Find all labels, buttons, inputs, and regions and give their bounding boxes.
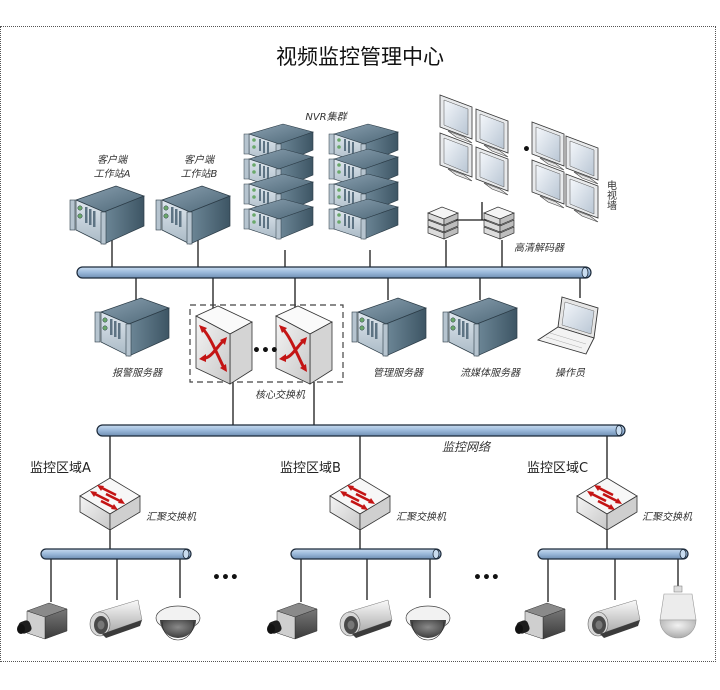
core-switch-2 xyxy=(274,304,334,386)
core-switch-1 xyxy=(194,304,254,386)
management-server: 管理服务器 xyxy=(351,297,427,379)
tv-wall-label: 电视墙 xyxy=(605,179,617,211)
zone-b-bus xyxy=(290,548,442,560)
monitoring-network-bus xyxy=(96,424,626,437)
zone-a-switch-label: 汇聚交换机 xyxy=(146,511,197,523)
core-switch-dashed-box xyxy=(189,304,344,383)
backbone-bus-center xyxy=(76,266,592,279)
zone-a-bullet-camera xyxy=(89,599,143,639)
zone-c-aggregation-switch xyxy=(575,476,639,532)
hd-decoders: 高清解码器 xyxy=(427,206,565,254)
streaming-server-label: 流媒体服务器 xyxy=(460,367,521,379)
zone-b: 监控区域B 汇聚交换机 xyxy=(266,461,451,641)
zone-b-aggregation-switch xyxy=(328,476,392,532)
zone-c: 监控区域C 汇聚交换机 xyxy=(514,461,697,640)
workstation-b-label-line2: 工作站B xyxy=(181,168,218,180)
zone-b-box-camera xyxy=(266,602,318,640)
zone-b-dome-camera xyxy=(405,605,451,641)
zone-a-dome-camera xyxy=(155,605,201,641)
alarm-server: 报警服务器 xyxy=(94,297,170,379)
zone-c-bullet-camera xyxy=(587,599,641,639)
nvr-cluster: NVR集群 xyxy=(243,111,399,240)
decoder-label: 高清解码器 xyxy=(514,242,565,254)
zone-a-label: 监控区域A xyxy=(30,461,91,476)
zone-c-bus xyxy=(537,548,689,560)
nvr-cluster-label: NVR集群 xyxy=(305,111,348,123)
core-switch-label: 核心交换机 xyxy=(255,389,306,401)
monitor-group-1 xyxy=(439,94,509,196)
zone-b-bullet-camera xyxy=(339,599,393,639)
core-switch-group: ••• 核心交换机 xyxy=(189,304,344,401)
zone-c-ptz-camera xyxy=(659,585,697,639)
nvr-stack-2 xyxy=(328,123,399,240)
zone-a-aggregation-switch xyxy=(78,476,142,532)
nvr-stack-1 xyxy=(243,123,314,240)
operator-label: 操作员 xyxy=(555,367,586,379)
alarm-server-label: 报警服务器 xyxy=(112,367,163,379)
operator-laptop: 操作员 xyxy=(536,296,599,379)
monitor-group-2 xyxy=(531,121,599,223)
zone-a-bus xyxy=(40,548,192,560)
zones-ellipsis-2: ••• xyxy=(473,570,500,586)
diagram-title: 视频监控管理中心 xyxy=(276,45,444,69)
zone-c-label: 监控区域C xyxy=(527,461,588,476)
zone-a-box-camera xyxy=(16,602,68,640)
links xyxy=(50,202,679,602)
monitoring-network-label: 监控网络 xyxy=(442,440,492,454)
client-workstation-b: 客户端 工作站B xyxy=(155,154,231,245)
zone-b-label: 监控区域B xyxy=(280,461,341,476)
zone-b-switch-label: 汇聚交换机 xyxy=(396,511,447,523)
workstation-b-label-line1: 客户端 xyxy=(184,154,216,166)
client-workstation-a: 客户端 工作站A xyxy=(69,154,145,245)
tv-wall: ••• 电视墙 xyxy=(439,94,617,223)
workstation-a-label-line1: 客户端 xyxy=(97,154,129,166)
zone-a: 监控区域A 汇聚交换机 xyxy=(16,461,201,641)
zone-c-switch-label: 汇聚交换机 xyxy=(642,511,693,523)
core-switch-ellipsis: ••• xyxy=(252,343,279,359)
zones-ellipsis-1: ••• xyxy=(212,570,239,586)
diagram-frame xyxy=(0,26,716,662)
streaming-media-server: 流媒体服务器 xyxy=(442,297,521,379)
management-server-label: 管理服务器 xyxy=(373,367,424,379)
zone-c-box-camera xyxy=(514,602,566,640)
workstation-a-label-line2: 工作站A xyxy=(94,168,131,180)
